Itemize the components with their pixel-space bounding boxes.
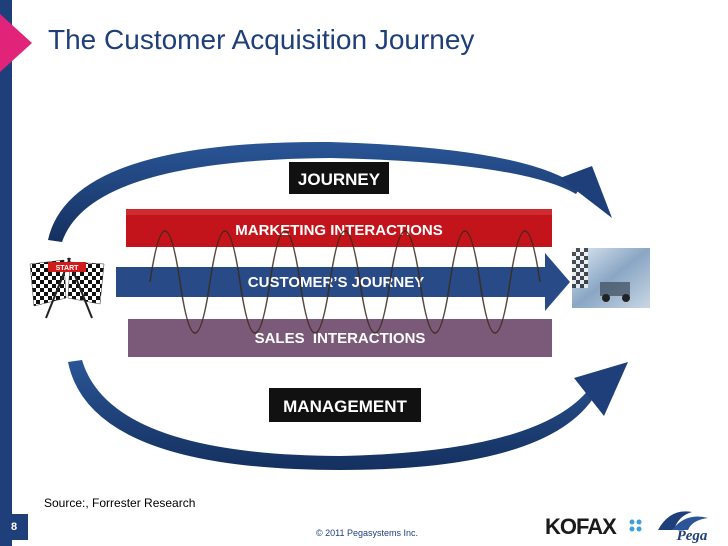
management-label: MANAGEMENT: [283, 397, 407, 416]
interaction-wave: [149, 230, 541, 334]
journey-label: JOURNEY: [298, 170, 381, 189]
start-flags-icon: START: [29, 257, 105, 319]
left-accent-bar: [0, 0, 12, 546]
pega-logo-text: Pega: [677, 528, 708, 544]
bottom-arc-arrow: [68, 360, 628, 470]
marketing-band-label: MARKETING INTERACTIONS: [235, 222, 443, 239]
page-number: 8: [0, 514, 28, 540]
customer-journey-label: CUSTOMER’S JOURNEY: [248, 274, 424, 291]
pega-logo: Pega: [658, 511, 708, 544]
sales-band-label: SALES INTERACTIONS: [255, 330, 426, 347]
sales-band: SALES INTERACTIONS: [128, 319, 552, 357]
finish-line-image: [572, 248, 650, 308]
journey-label-box: JOURNEY: [289, 162, 389, 194]
source-citation: Source:, Forrester Research: [44, 496, 196, 510]
top-arc-arrow: [48, 141, 612, 242]
customer-journey-arrow: CUSTOMER’S JOURNEY: [116, 253, 570, 311]
kofax-dots-icon: [629, 519, 642, 532]
kofax-logo: KOFAX: [545, 514, 617, 539]
copyright-notice: © 2011 Pegasystems Inc.: [316, 528, 419, 538]
management-label-box: MANAGEMENT: [269, 388, 421, 422]
pink-corner-flag: [0, 14, 32, 72]
start-flag-text: START: [56, 265, 80, 272]
marketing-band: MARKETING INTERACTIONS: [126, 209, 552, 247]
slide-title: The Customer Acquisition Journey: [48, 24, 475, 55]
